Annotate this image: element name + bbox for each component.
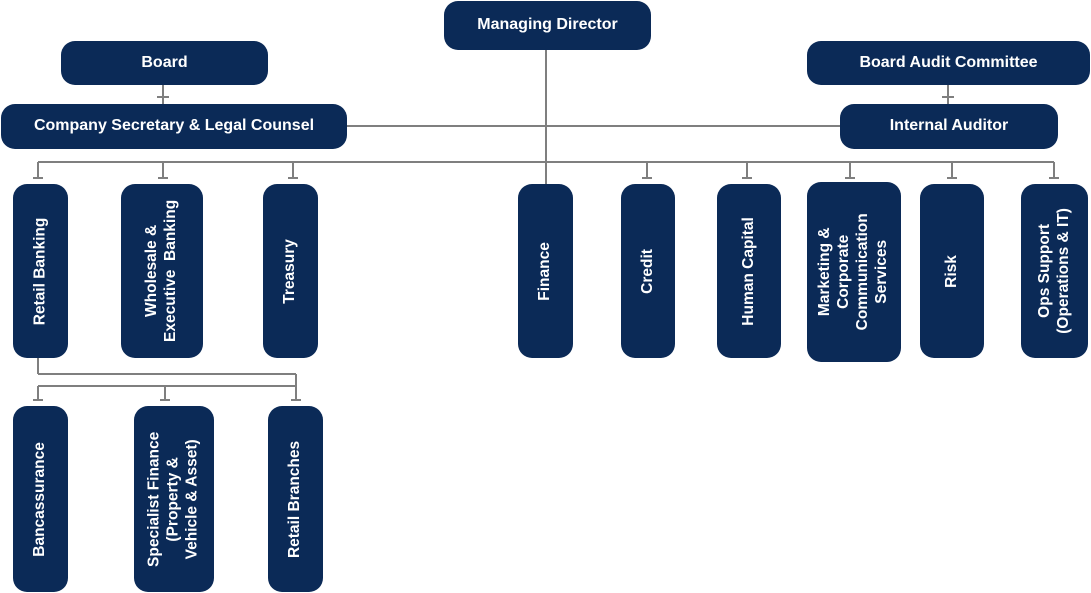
finance-label: Finance xyxy=(536,241,554,301)
retail-banking-label: Retail Banking xyxy=(31,217,49,325)
human-capital-label: Human Capital xyxy=(739,216,757,326)
managing-director-box: Managing Director xyxy=(444,1,651,50)
credit-label: Credit xyxy=(638,248,656,294)
marketing-box: Marketing & Corporate Communication Serv… xyxy=(807,182,901,362)
wholesale-banking-box: Wholesale & Executive Banking xyxy=(121,184,203,358)
bancassurance-label: Bancassurance xyxy=(31,441,49,557)
company-secretary-box: Company Secretary & Legal Counsel xyxy=(1,104,347,149)
managing-director-label: Managing Director xyxy=(477,16,618,34)
retail-banking-box: Retail Banking xyxy=(13,184,68,358)
specialist-finance-label: Specialist Finance (Property & Vehicle &… xyxy=(145,431,201,567)
ops-support-box: Ops Support (Operations & IT) xyxy=(1021,184,1088,358)
retail-branches-label: Retail Branches xyxy=(286,440,304,558)
credit-box: Credit xyxy=(621,184,675,358)
specialist-finance-box: Specialist Finance (Property & Vehicle &… xyxy=(134,406,214,592)
marketing-label: Marketing & Corporate Communication Serv… xyxy=(816,213,890,331)
board-audit-committee-label: Board Audit Committee xyxy=(859,53,1038,71)
board-audit-committee-box: Board Audit Committee xyxy=(807,41,1090,85)
board-box: Board xyxy=(61,41,268,85)
company-secretary-label: Company Secretary & Legal Counsel xyxy=(33,117,315,135)
wholesale-banking-label: Wholesale & Executive Banking xyxy=(143,199,180,343)
finance-box: Finance xyxy=(518,184,573,358)
internal-auditor-box: Internal Auditor xyxy=(840,104,1058,149)
board-label: Board xyxy=(141,53,188,71)
ops-support-label: Ops Support (Operations & IT) xyxy=(1035,208,1072,334)
risk-label: Risk xyxy=(942,254,960,288)
bancassurance-box: Bancassurance xyxy=(13,406,68,592)
retail-branches-box: Retail Branches xyxy=(268,406,323,592)
human-capital-box: Human Capital xyxy=(717,184,781,358)
treasury-box: Treasury xyxy=(263,184,318,358)
internal-auditor-label: Internal Auditor xyxy=(889,117,1009,135)
risk-box: Risk xyxy=(920,184,984,358)
treasury-label: Treasury xyxy=(281,238,299,304)
